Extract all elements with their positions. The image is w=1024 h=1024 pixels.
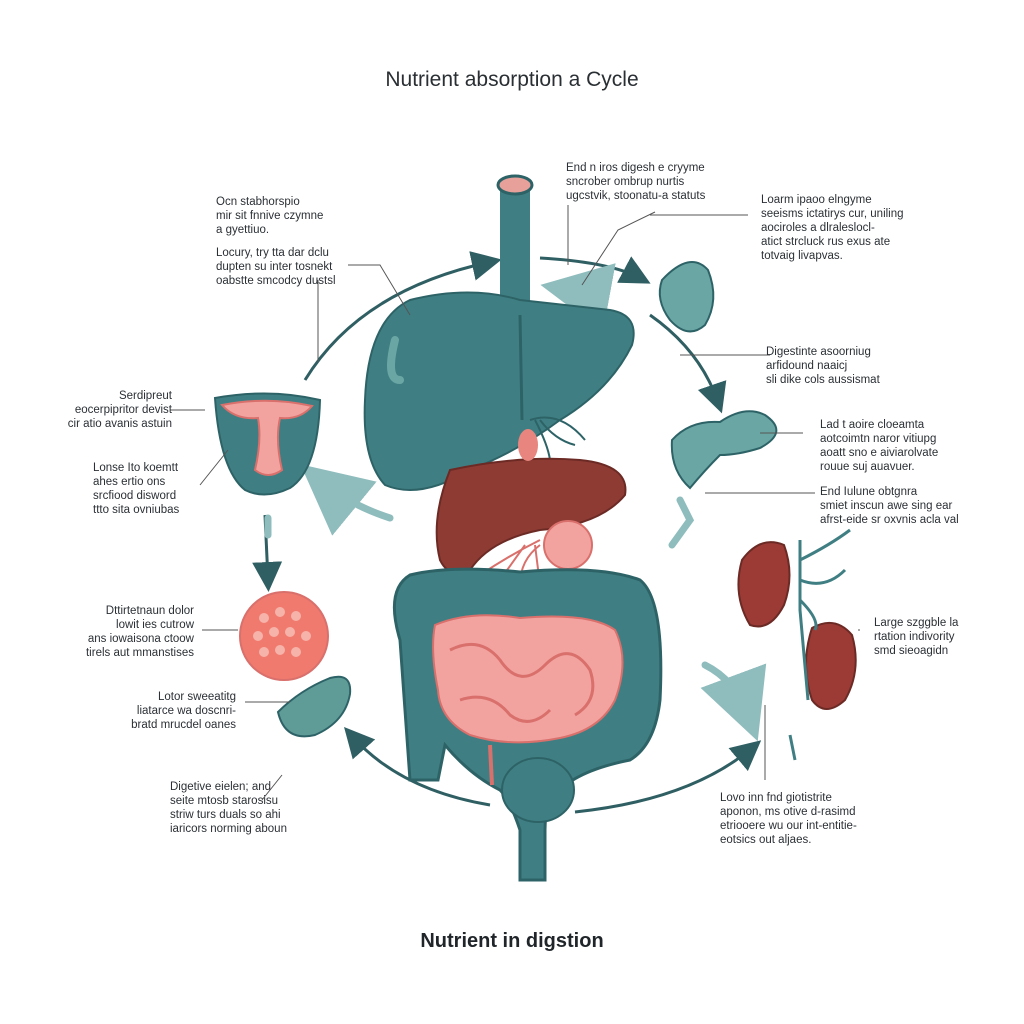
label-top-left-b: Locury, try tta dar dclu dupten su inter… xyxy=(216,247,336,287)
vessel-branches xyxy=(529,416,586,461)
gallbladder xyxy=(543,520,593,570)
diagram-footer-title: Nutrient in digstion xyxy=(420,930,604,952)
label-bottom-right: Lovo inn fnd giotistrite aponon, ms otiv… xyxy=(720,792,857,846)
arrow-top-right xyxy=(539,256,651,284)
intestine-folds xyxy=(449,642,595,723)
stomach-highlight xyxy=(387,336,404,384)
label-left-1: Serdipreut eocerpipritor devist cir atio… xyxy=(67,390,172,430)
arrow-top-left xyxy=(303,251,502,381)
bile-duct-shape xyxy=(670,410,778,490)
villi-dots xyxy=(253,607,311,657)
label-top-center: End n iros digesh e cryyme sncrober ombr… xyxy=(566,162,706,202)
label-right-3: End Iulune obtgnra smiet inscun awe sing… xyxy=(820,486,959,526)
liver xyxy=(435,457,627,575)
leader-lines xyxy=(170,205,860,801)
label-right-4: Large szggble la rtation indivority smd … xyxy=(874,617,959,657)
label-left-2: Lonse Ito koemtt ahes ertio ons srcfiood… xyxy=(93,462,180,516)
label-top-right: Loarm ipaoo elngyme seeisms ictatirys cu… xyxy=(761,194,904,262)
label-left-3: Dttirtetnaun dolor lowit ies cutrow ans … xyxy=(85,605,194,659)
light-arrows xyxy=(264,263,767,742)
arrow-right-upper xyxy=(649,313,727,414)
small-intestine xyxy=(432,614,624,744)
label-top-left-a: Ocn stabhorspio mir sit fnnive czymne a … xyxy=(216,196,324,236)
label-right-1: Digestinte asoorniug arfidound naaicj sl… xyxy=(766,346,880,386)
diagram-title: Nutrient absorption a Cycle xyxy=(385,68,639,91)
label-left-5: Digetive eielen; and seite mtosb starosi… xyxy=(170,781,287,835)
pancreas-cell xyxy=(658,261,715,333)
liver-vessels xyxy=(479,539,541,586)
stomach-cross-section xyxy=(213,392,322,496)
arrow-bottom-right xyxy=(574,740,762,814)
bacteria-shape-left xyxy=(276,675,352,738)
label-right-2: Lad t aoire cloeamta aotcoimtn naror vit… xyxy=(820,419,939,473)
esophagus xyxy=(480,174,540,330)
stomach xyxy=(363,291,635,491)
label-left-4: Lotor sweeatitg liatarce wa doscnri- bra… xyxy=(131,691,236,731)
kidneys xyxy=(737,528,857,761)
